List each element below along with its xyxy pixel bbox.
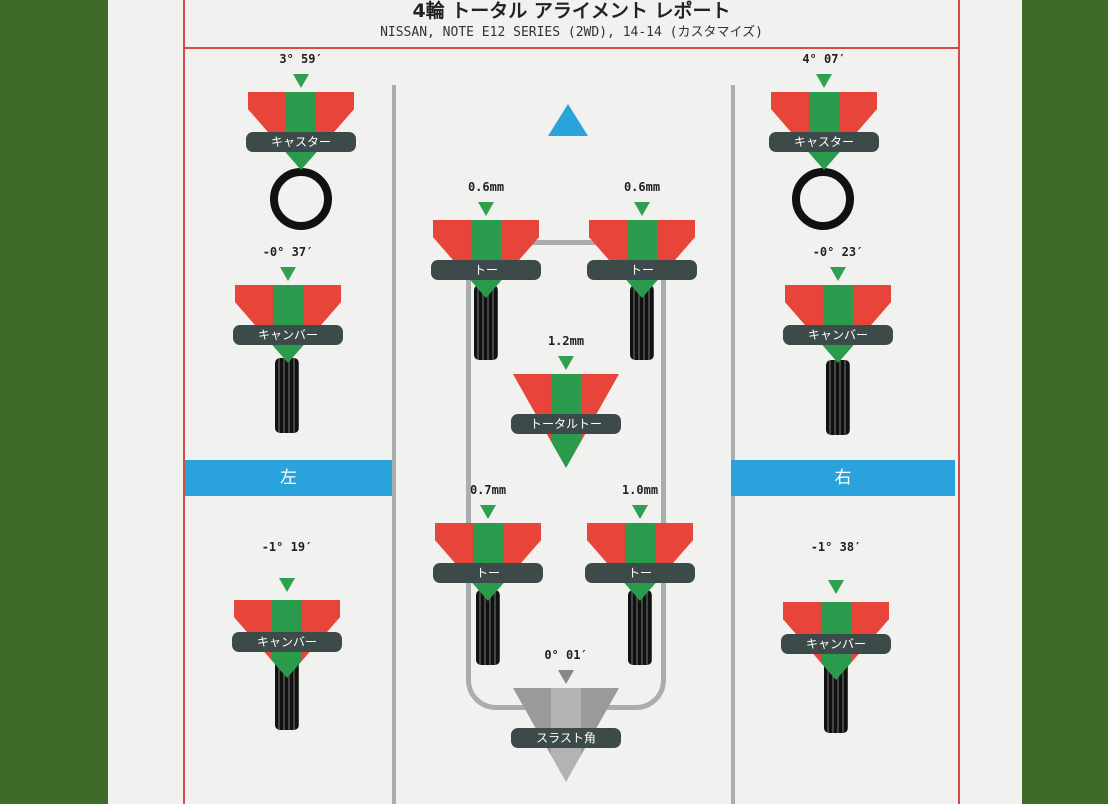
total-toe-gauge: 1.2mm トータルトー <box>511 334 621 468</box>
thrust-angle-gauge: 0° 01′ スラスト角 <box>511 648 621 782</box>
pointer-icon <box>634 202 650 216</box>
border-right <box>958 0 960 804</box>
gauge-value: 0° 01′ <box>544 648 588 662</box>
gauge-label: トー <box>431 260 541 280</box>
forward-direction-icon <box>548 104 588 136</box>
gauge-value: 1.0mm <box>621 483 659 497</box>
pointer-icon <box>293 74 309 88</box>
toe-front-right-gauge: 0.6mm トー <box>587 180 697 310</box>
vehicle-subtitle: NISSAN, NOTE E12 SERIES (2WD), 14-14 (カス… <box>380 25 763 40</box>
gauge-label: トー <box>433 563 543 583</box>
pointer-icon <box>816 74 832 88</box>
tire-camber-front-right <box>826 360 850 435</box>
gauge-label: キャンバー <box>233 325 343 345</box>
gauge-value: 1.2mm <box>547 334 585 348</box>
tire-rear-left <box>476 590 500 665</box>
range-indicator <box>435 523 541 601</box>
range-indicator <box>785 285 891 363</box>
range-indicator <box>433 220 539 298</box>
header-divider <box>183 47 960 49</box>
left-side-banner: 左 <box>185 460 392 496</box>
gauge-label: キャンバー <box>783 325 893 345</box>
pointer-icon <box>830 267 846 281</box>
camber-rear-right-gauge: -1° 38′ キャンバー <box>781 540 891 680</box>
toe-rear-right-gauge: 1.0mm トー <box>585 483 695 613</box>
pointer-icon <box>828 580 844 594</box>
pointer-icon <box>478 202 494 216</box>
report-title: 4輪 トータル アライメント レポート <box>412 0 731 22</box>
pointer-icon <box>632 505 648 519</box>
pointer-icon <box>558 356 574 370</box>
gauge-value: -1° 19′ <box>261 540 313 554</box>
gauge-label: キャスター <box>769 132 879 152</box>
pointer-icon <box>280 267 296 281</box>
tire-rear-right <box>628 590 652 665</box>
range-indicator <box>235 285 341 363</box>
range-indicator <box>589 220 695 298</box>
caster-right-gauge: 4° 07′ キャスター <box>769 52 879 182</box>
gauge-value: -0° 37′ <box>262 245 314 259</box>
gauge-label: キャンバー <box>781 634 891 654</box>
gauge-value: 3° 59′ <box>279 52 323 66</box>
pointer-icon <box>279 578 295 592</box>
gauge-label: スラスト角 <box>511 728 621 748</box>
gauge-label: キャスター <box>246 132 356 152</box>
gauge-value: -0° 23′ <box>812 245 864 259</box>
car-body-right <box>731 85 735 804</box>
range-indicator <box>771 92 877 170</box>
range-indicator <box>248 92 354 170</box>
gauge-value: 0.6mm <box>467 180 505 194</box>
gauge-value: -1° 38′ <box>810 540 862 554</box>
gauge-value: 4° 07′ <box>802 52 846 66</box>
right-side-banner: 右 <box>731 460 955 496</box>
gauge-label: キャンバー <box>232 632 342 652</box>
gauge-value: 0.7mm <box>469 483 507 497</box>
gauge-value: 0.6mm <box>623 180 661 194</box>
tire-camber-front-left <box>275 358 299 433</box>
camber-front-left-gauge: -0° 37′ キャンバー <box>233 245 343 375</box>
camber-rear-left-gauge: -1° 19′ キャンバー <box>232 540 342 678</box>
pointer-icon <box>480 505 496 519</box>
caster-wheel-left <box>270 168 332 230</box>
car-body-left <box>392 85 396 804</box>
pointer-icon <box>558 670 574 684</box>
gauge-label: トー <box>587 260 697 280</box>
gauge-label: トー <box>585 563 695 583</box>
range-indicator <box>587 523 693 601</box>
gauge-label: トータルトー <box>511 414 621 434</box>
caster-wheel-right <box>792 168 854 230</box>
caster-left-gauge: 3° 59′ キャスター <box>246 52 356 182</box>
camber-front-right-gauge: -0° 23′ キャンバー <box>783 245 893 375</box>
toe-front-left-gauge: 0.6mm トー <box>431 180 541 310</box>
border-left <box>183 0 185 804</box>
toe-rear-left-gauge: 0.7mm トー <box>433 483 543 613</box>
